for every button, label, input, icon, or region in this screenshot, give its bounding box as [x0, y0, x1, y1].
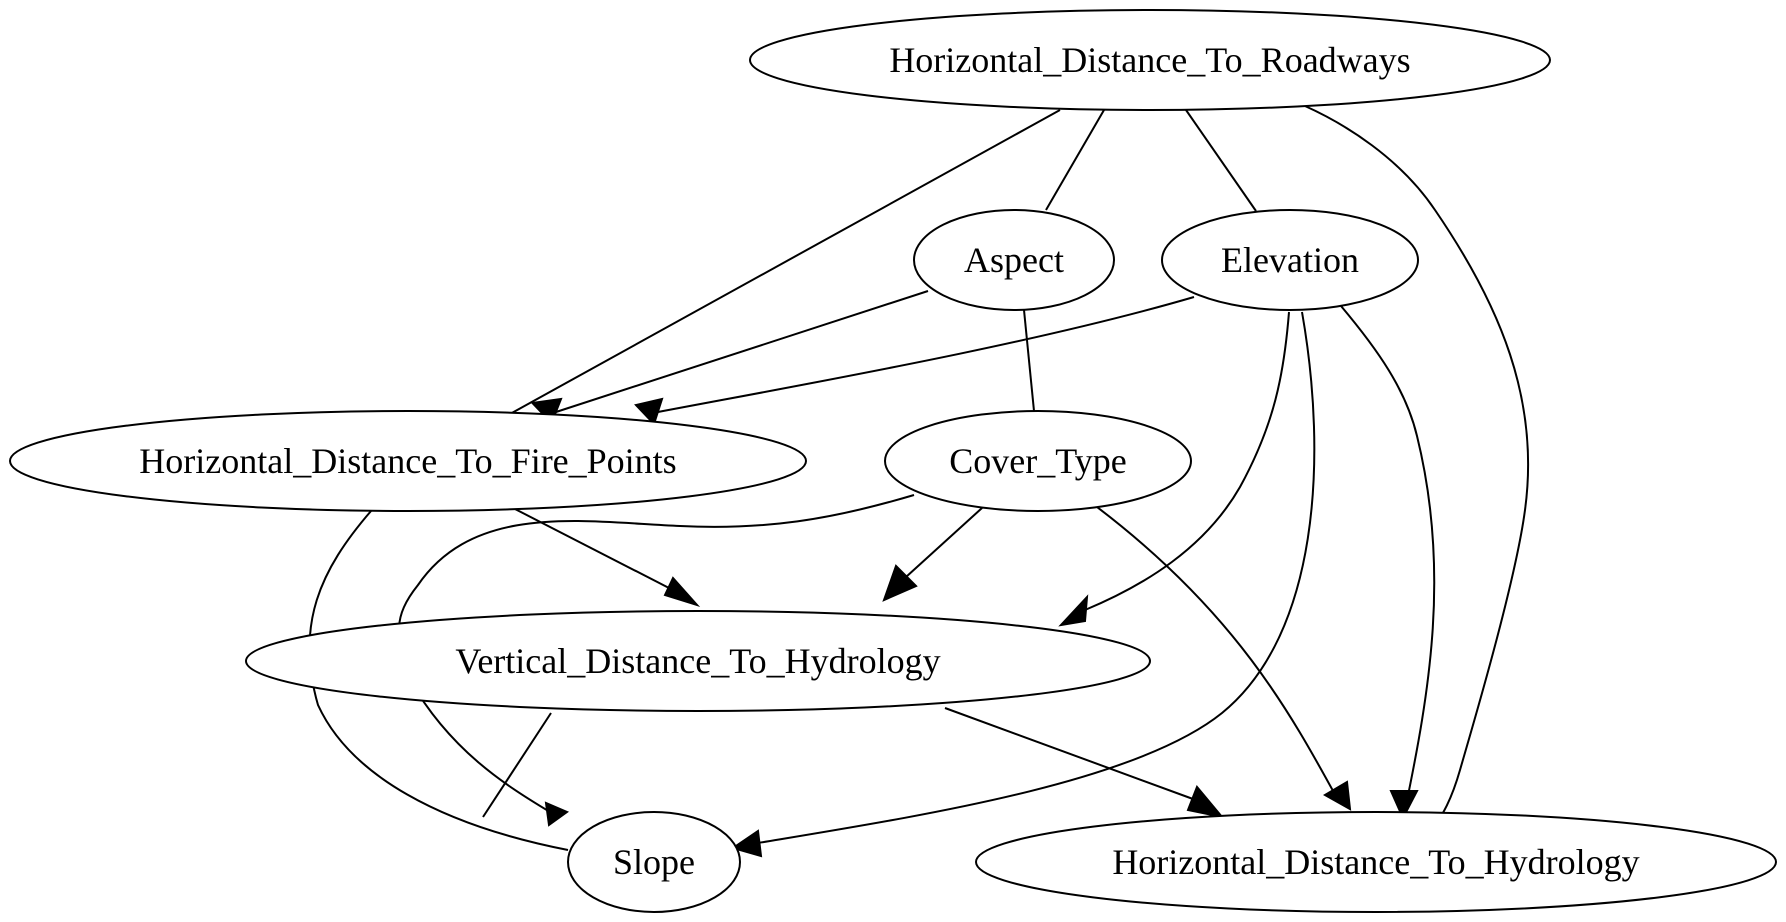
edge-elevation-to-slope: [730, 311, 1316, 858]
node-label: Aspect: [964, 240, 1064, 280]
node-label: Slope: [613, 842, 695, 882]
edge-covertype-to-hydrology: [1096, 506, 1352, 811]
edges-layer: [308, 105, 1530, 858]
edge-line: [482, 712, 552, 818]
edge-vertical-to-slope: [482, 712, 552, 818]
edge-line: [944, 707, 1194, 800]
edge-line: [308, 510, 569, 851]
node-elevation: Elevation: [1161, 209, 1419, 311]
edge-line: [1340, 305, 1436, 811]
edge-line: [555, 290, 929, 413]
node-horizontal-distance-to-roadways: Horizontal_Distance_To_Roadways: [749, 9, 1551, 111]
node-horizontal-distance-to-hydrology: Horizontal_Distance_To_Hydrology: [975, 811, 1777, 913]
node-label: Horizontal_Distance_To_Hydrology: [1112, 842, 1639, 882]
arrowhead-icon: [1389, 790, 1419, 821]
edge-line: [1185, 109, 1257, 212]
node-label: Cover_Type: [949, 441, 1126, 481]
node-slope: Slope: [567, 811, 741, 913]
arrowhead-icon: [663, 576, 701, 608]
edge-line: [509, 109, 1061, 415]
arrowhead-icon: [1186, 785, 1225, 819]
edge-covertype-to-vertical: [882, 507, 983, 602]
nodes-layer: Horizontal_Distance_To_Roadways Aspect E…: [9, 9, 1777, 913]
arrowhead-icon: [1322, 780, 1352, 811]
edge-firepoints-to-slope: [308, 510, 569, 851]
edge-line: [398, 494, 915, 813]
node-label: Vertical_Distance_To_Hydrology: [455, 641, 940, 681]
edge-elevation-to-firepoints: [634, 296, 1195, 426]
edge-line: [905, 507, 983, 578]
node-aspect: Aspect: [913, 209, 1115, 311]
edge-elevation-to-hydrology: [1340, 305, 1436, 821]
edge-roadways-to-firepoints: [509, 109, 1061, 415]
edge-line: [1304, 105, 1530, 835]
edge-covertype-to-slope: [398, 494, 915, 827]
node-vertical-distance-to-hydrology: Vertical_Distance_To_Hydrology: [245, 610, 1151, 712]
arrowhead-icon: [634, 397, 664, 426]
edge-elevation-to-vertical: [1058, 311, 1290, 627]
node-label: Horizontal_Distance_To_Fire_Points: [139, 441, 676, 481]
edge-vertical-to-hydrology: [944, 707, 1225, 819]
edge-line: [657, 296, 1195, 413]
arrowhead-icon: [730, 829, 763, 858]
arrowhead-icon: [1058, 594, 1089, 627]
node-label: Horizontal_Distance_To_Roadways: [889, 40, 1410, 80]
edge-line: [1023, 309, 1035, 412]
edge-line: [1045, 109, 1105, 211]
edge-roadways-to-elevation: [1185, 109, 1257, 212]
node-cover-type: Cover_Type: [884, 410, 1192, 512]
node-horizontal-distance-to-fire-points: Horizontal_Distance_To_Fire_Points: [9, 410, 807, 512]
edge-line: [1084, 311, 1290, 611]
edge-roadways-to-aspect: [1045, 109, 1105, 211]
edge-aspect-to-covertype: [1023, 309, 1035, 412]
edge-line: [757, 311, 1316, 844]
arrowhead-icon: [882, 564, 918, 602]
arrowhead-icon: [544, 801, 570, 827]
edge-line: [1096, 506, 1339, 801]
edge-aspect-to-firepoints: [530, 290, 929, 425]
edge-firepoints-to-vertical: [514, 508, 701, 608]
node-label: Elevation: [1221, 240, 1359, 280]
